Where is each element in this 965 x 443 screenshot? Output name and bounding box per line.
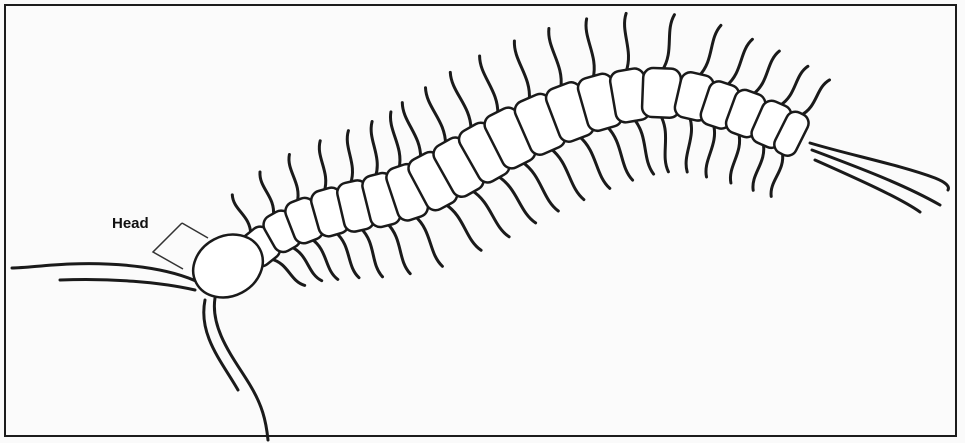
upper-leg xyxy=(402,103,420,159)
lower-leg xyxy=(311,239,337,280)
lower-leg xyxy=(387,224,410,274)
upper-leg xyxy=(699,25,721,76)
lower-leg xyxy=(753,143,764,190)
upper-leg xyxy=(347,131,352,184)
upper-leg xyxy=(514,41,529,100)
lower-leg xyxy=(579,136,610,188)
lower-leg xyxy=(522,162,558,211)
lower-leg xyxy=(415,216,442,266)
lower-leg xyxy=(336,233,359,278)
lower-antenna xyxy=(214,298,268,440)
lower-leg xyxy=(472,190,510,236)
lower-leg xyxy=(498,176,536,223)
upper-leg xyxy=(390,112,399,168)
lower-leg xyxy=(661,115,669,171)
lower-leg xyxy=(445,204,481,250)
lower-antenna-inner xyxy=(204,300,238,390)
head-label: Head xyxy=(112,215,149,232)
upper-leg xyxy=(480,56,498,114)
lower-leg xyxy=(551,149,584,200)
upper-leg xyxy=(727,39,753,85)
upper-leg xyxy=(549,29,561,88)
upper-leg xyxy=(586,19,594,78)
left-antenna-inner xyxy=(60,279,195,290)
lower-leg xyxy=(686,117,691,172)
upper-leg xyxy=(662,15,674,71)
upper-leg xyxy=(260,172,274,216)
upper-leg xyxy=(450,72,471,129)
upper-leg xyxy=(801,80,830,116)
upper-leg xyxy=(289,155,298,203)
lower-leg xyxy=(771,152,783,196)
upper-leg xyxy=(780,66,808,105)
upper-leg xyxy=(753,51,780,94)
lower-leg xyxy=(607,126,633,180)
lower-leg xyxy=(361,228,383,276)
lower-leg xyxy=(730,133,739,183)
lower-leg xyxy=(291,247,322,281)
tail-appendage-lower xyxy=(812,150,940,205)
upper-leg xyxy=(426,88,446,144)
upper-leg xyxy=(371,122,377,177)
upper-leg xyxy=(232,195,250,234)
upper-leg xyxy=(625,13,629,72)
lower-leg xyxy=(634,119,654,174)
lower-leg xyxy=(271,259,305,286)
lower-leg xyxy=(706,124,715,177)
upper-leg xyxy=(319,141,325,192)
